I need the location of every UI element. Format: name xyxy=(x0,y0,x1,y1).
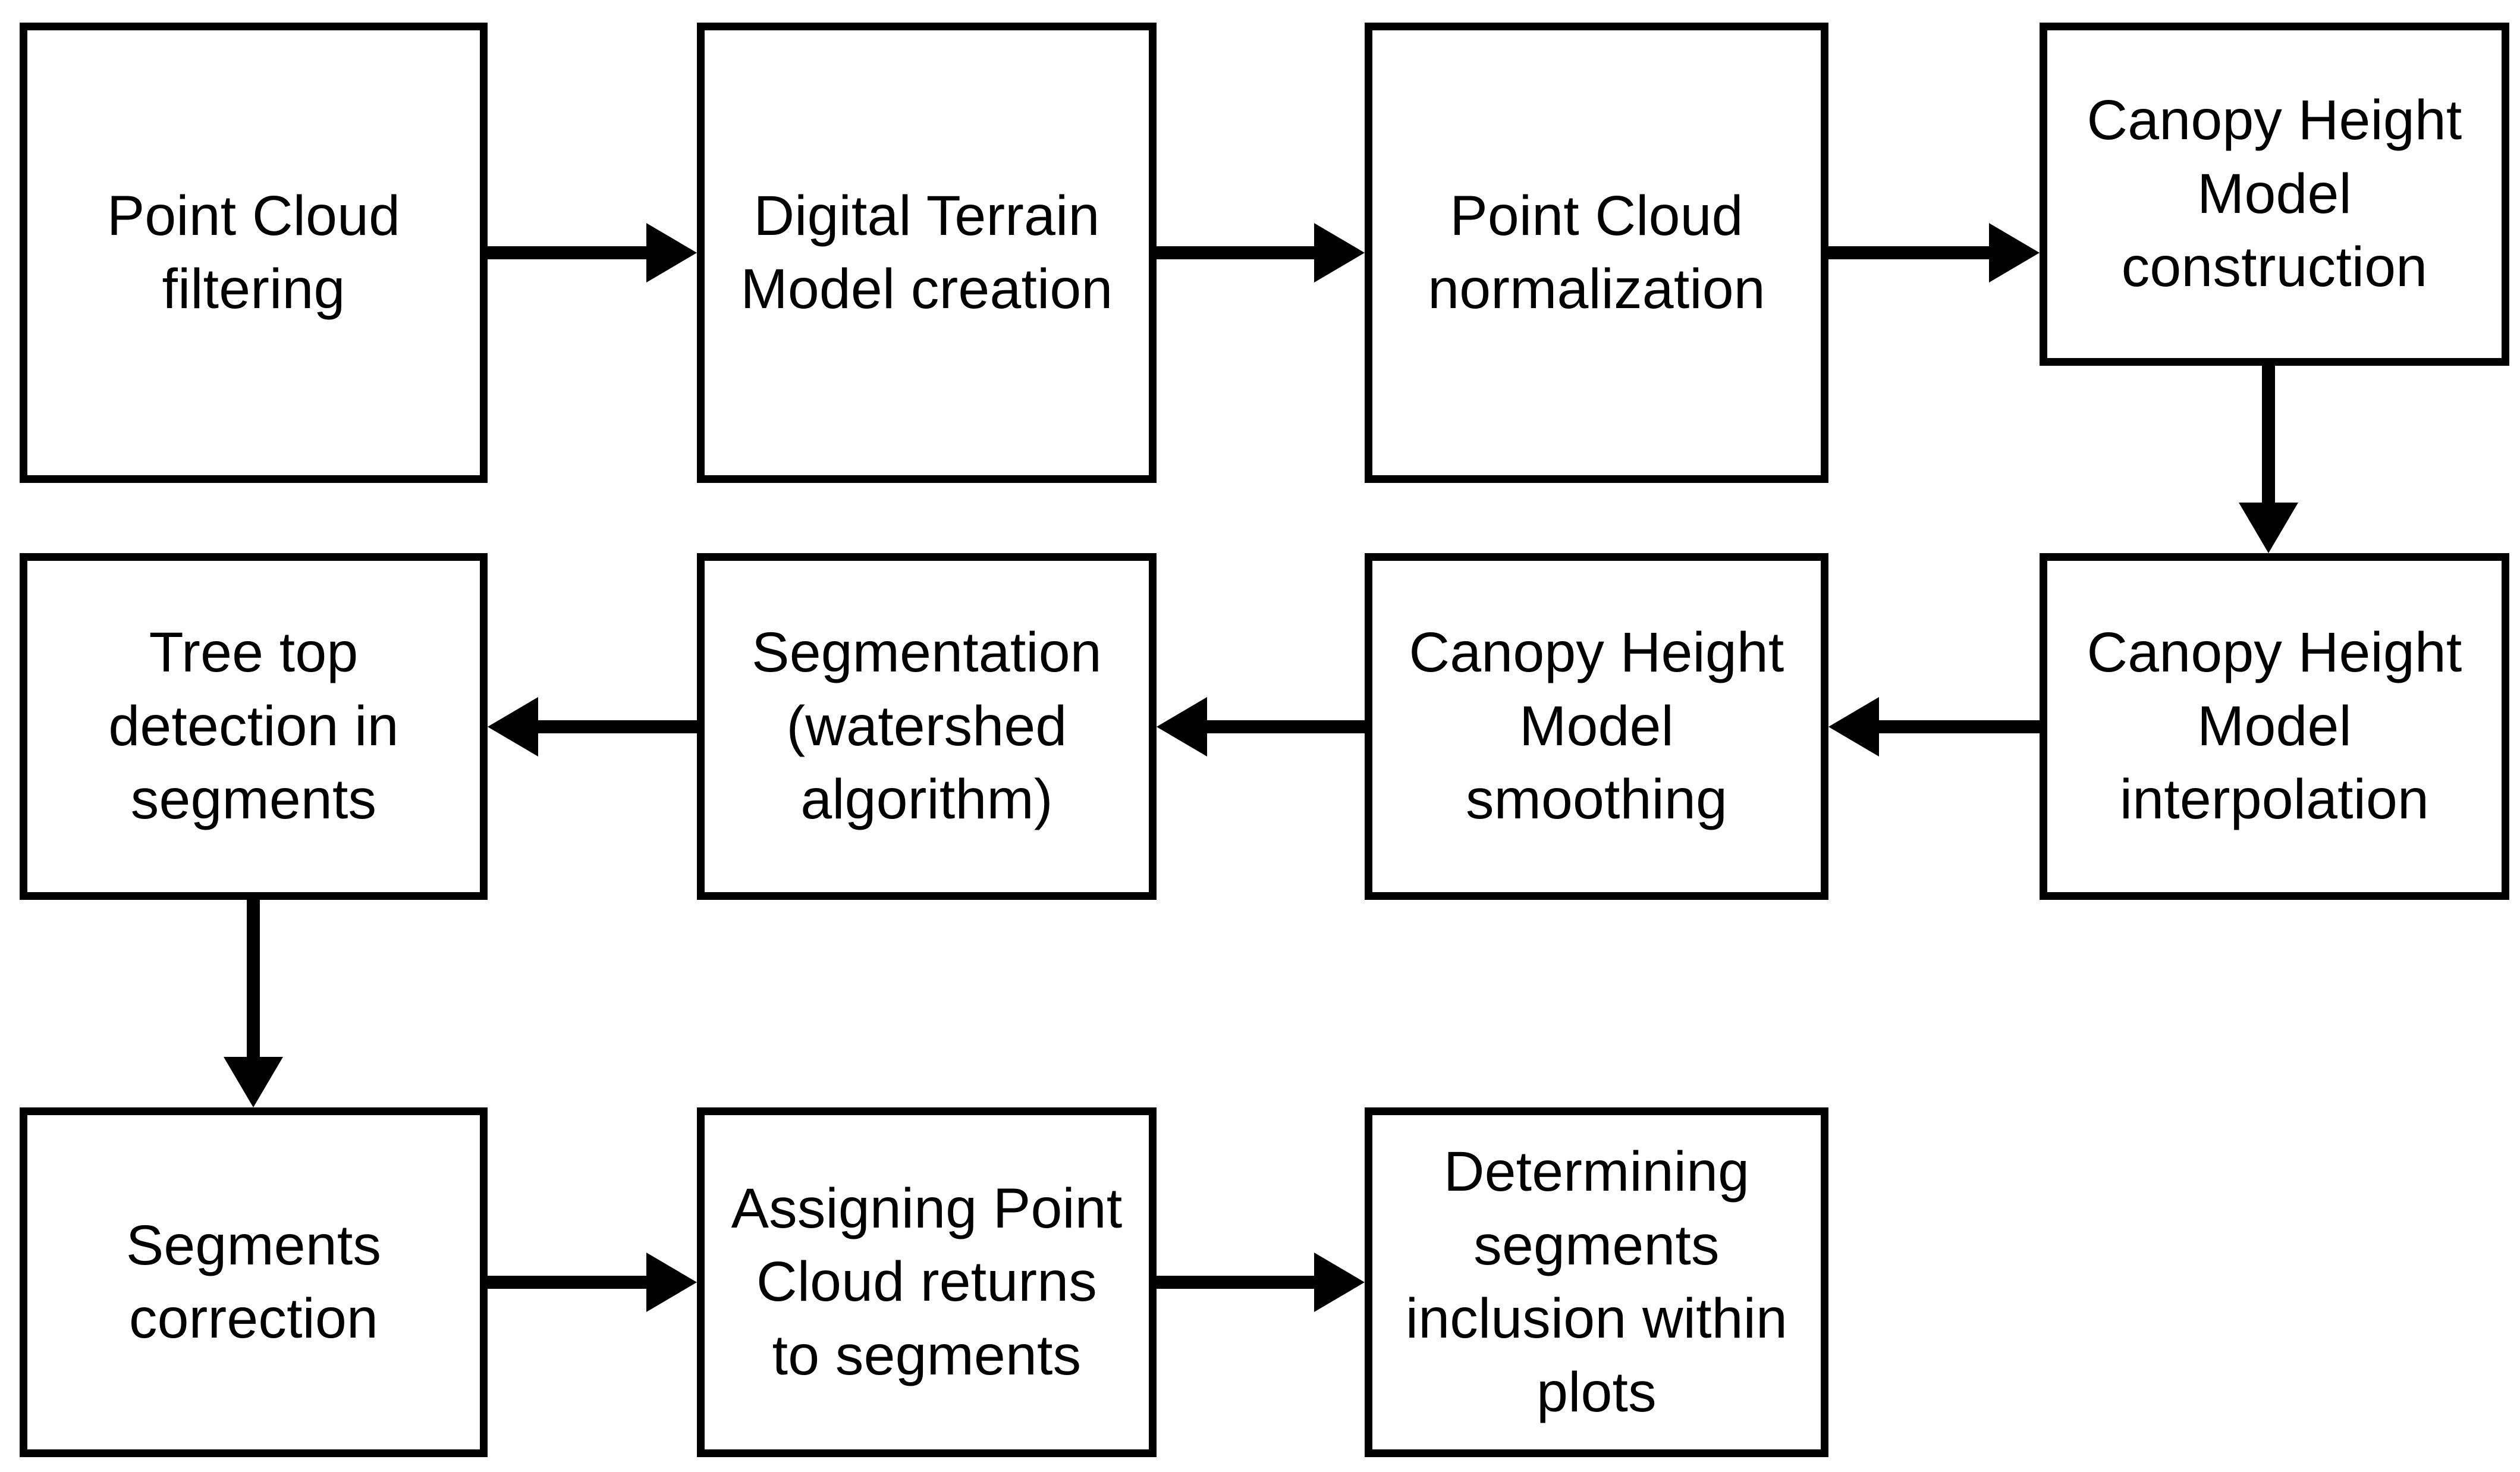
node-label-canopy-height-model-interpolation: Canopy Height Model interpolation xyxy=(2087,621,2462,831)
node-label-tree-top-detection-in-segments: Tree top detection in segments xyxy=(108,621,399,831)
node-label-assigning-point-cloud-returns-to-segments: Assigning Point Cloud returns to segment… xyxy=(731,1176,1123,1387)
node-label-point-cloud-filtering: Point Cloud filtering xyxy=(106,184,401,321)
arrowhead-icon xyxy=(1157,697,1207,757)
node-point-cloud-normalization[interactable]: Point Cloud normalization xyxy=(1365,23,1828,483)
node-assigning-point-cloud-returns-to-segments[interactable]: Assigning Point Cloud returns to segment… xyxy=(697,1107,1157,1457)
arrowhead-icon xyxy=(1314,223,1365,283)
edge-canopy-height-model-interpolation-to-canopy-height-model-smoothing xyxy=(1828,697,2040,757)
arrowhead-icon xyxy=(1828,697,1879,757)
arrowhead-icon xyxy=(224,1057,283,1107)
node-canopy-height-model-construction[interactable]: Canopy Height Model construction xyxy=(2040,23,2509,366)
node-canopy-height-model-smoothing[interactable]: Canopy Height Model smoothing xyxy=(1365,553,1828,900)
edge-canopy-height-model-smoothing-to-segmentation-watershed-algorithm xyxy=(1157,697,1365,757)
node-label-digital-terrain-model-creation: Digital Terrain Model creation xyxy=(740,184,1113,321)
arrowhead-icon xyxy=(646,1253,697,1312)
node-label-segments-correction: Segments correction xyxy=(125,1213,382,1351)
edge-tree-top-detection-in-segments-to-segments-correction xyxy=(224,900,283,1107)
node-tree-top-detection-in-segments[interactable]: Tree top detection in segments xyxy=(20,553,488,900)
edge-point-cloud-normalization-to-canopy-height-model-construction xyxy=(1828,223,2040,283)
node-point-cloud-filtering[interactable]: Point Cloud filtering xyxy=(20,23,488,483)
node-determining-segments-inclusion-within-plots[interactable]: Determining segments inclusion within pl… xyxy=(1365,1107,1828,1457)
node-label-segmentation-watershed-algorithm: Segmentation (watershed algorithm) xyxy=(752,621,1102,831)
node-label-point-cloud-normalization: Point Cloud normalization xyxy=(1428,184,1765,321)
arrowhead-icon xyxy=(1314,1253,1365,1312)
node-canopy-height-model-interpolation[interactable]: Canopy Height Model interpolation xyxy=(2040,553,2509,900)
node-label-canopy-height-model-construction: Canopy Height Model construction xyxy=(2087,89,2462,299)
node-digital-terrain-model-creation[interactable]: Digital Terrain Model creation xyxy=(697,23,1157,483)
arrowhead-icon xyxy=(1989,223,2040,283)
edge-segmentation-watershed-algorithm-to-tree-top-detection-in-segments xyxy=(488,697,697,757)
node-segmentation-watershed-algorithm[interactable]: Segmentation (watershed algorithm) xyxy=(697,553,1157,900)
edge-segments-correction-to-assigning-point-cloud-returns-to-segments xyxy=(488,1253,697,1312)
edge-assigning-point-cloud-returns-to-segments-to-determining-segments-inclusion-within-plots xyxy=(1157,1253,1365,1312)
node-label-canopy-height-model-smoothing: Canopy Height Model smoothing xyxy=(1409,621,1784,831)
node-segments-correction[interactable]: Segments correction xyxy=(20,1107,488,1457)
node-label-determining-segments-inclusion-within-plots: Determining segments inclusion within pl… xyxy=(1405,1140,1788,1424)
edge-canopy-height-model-construction-to-canopy-height-model-interpolation xyxy=(2239,366,2298,553)
arrowhead-icon xyxy=(646,223,697,283)
arrowhead-icon xyxy=(2239,503,2298,553)
arrowhead-icon xyxy=(488,697,538,757)
edge-digital-terrain-model-creation-to-point-cloud-normalization xyxy=(1157,223,1365,283)
edge-point-cloud-filtering-to-digital-terrain-model-creation xyxy=(488,223,697,283)
